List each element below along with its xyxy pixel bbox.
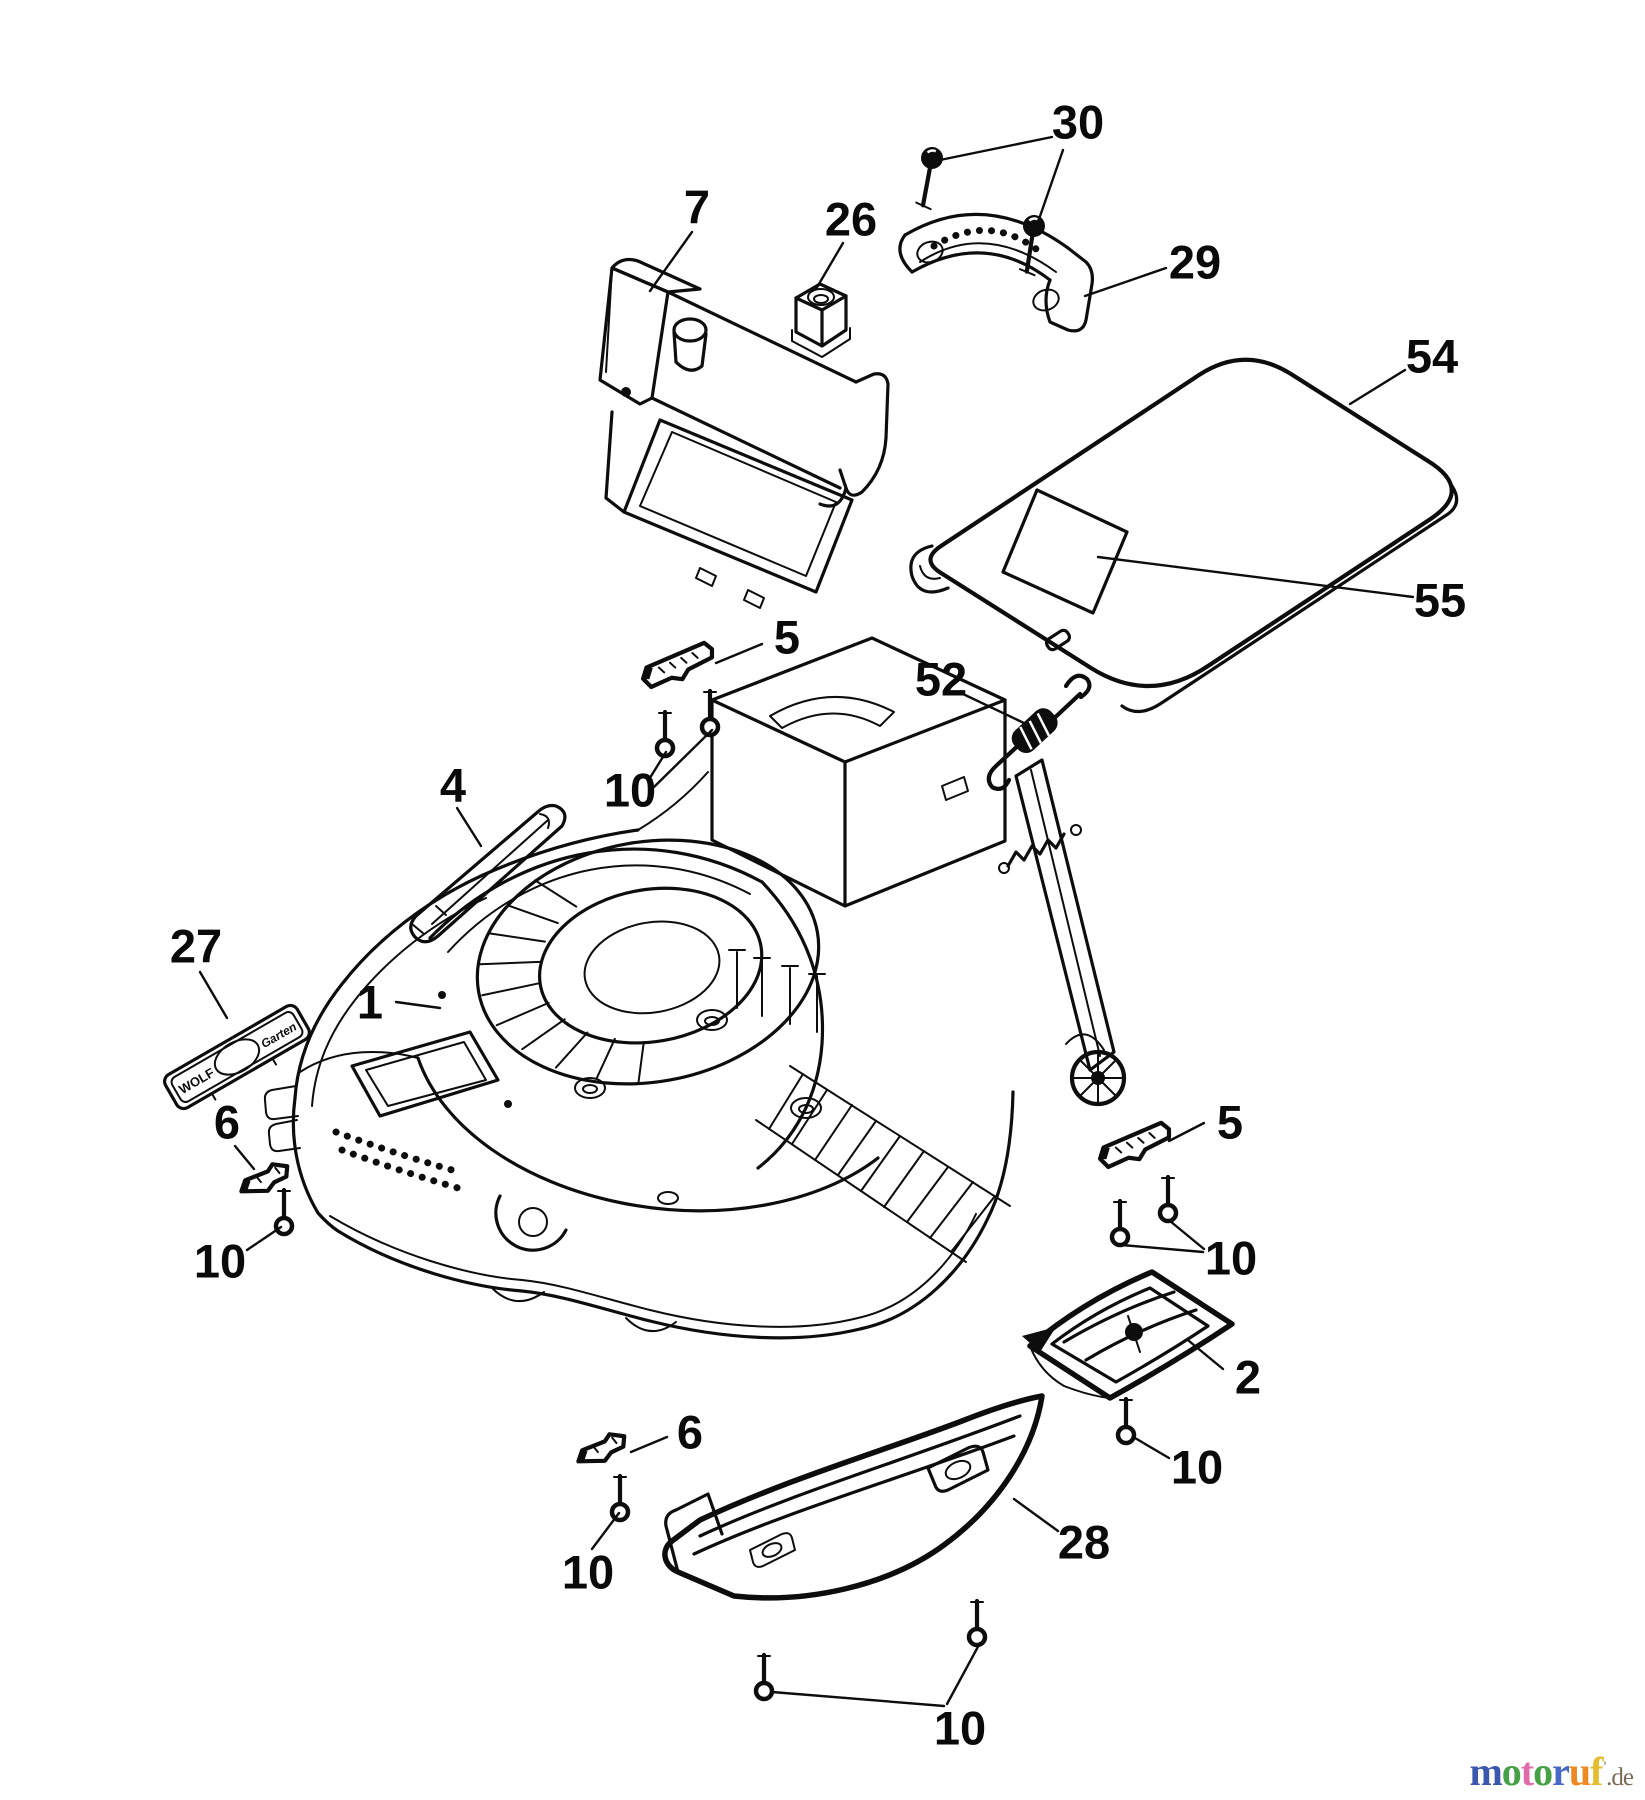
part-28-deflector: [662, 1393, 1045, 1601]
deck-spring-coil: [1006, 832, 1066, 868]
emblem-text-wolf: WOLF: [176, 1065, 217, 1097]
logo-letter: t: [1520, 1749, 1534, 1794]
callout-54: 54: [1406, 330, 1458, 383]
part-2-grille-insert: [1027, 1269, 1235, 1401]
logo-mark: ’: [1602, 1759, 1607, 1775]
vent-dots-row: [332, 1128, 456, 1174]
part-1-deck-housing: [263, 636, 1127, 1352]
callout-6-left: 6: [214, 1096, 240, 1149]
callout-29: 29: [1169, 236, 1221, 289]
callout-10-bottom: 10: [934, 1702, 986, 1755]
callout-10-top: 10: [604, 764, 656, 817]
logo-letter: o: [1533, 1749, 1553, 1794]
motoruf-logo[interactable]: motoruf’.de: [1469, 1749, 1634, 1794]
logo-letter: r: [1552, 1749, 1570, 1794]
callout-10-left: 10: [194, 1235, 246, 1288]
callout-4: 4: [440, 759, 466, 812]
part-5-clip-right: [1097, 1120, 1172, 1170]
part-54-rear-flap: [909, 357, 1459, 714]
part-26-square-nut: [791, 282, 851, 358]
part-5-clip-left: [640, 640, 715, 690]
logo-suffix: .de: [1606, 1764, 1634, 1791]
part-29-handle-grip: [898, 212, 1094, 333]
callout-30: 30: [1052, 96, 1104, 149]
part-6-clip-left: [239, 1162, 290, 1194]
callout-27: 27: [170, 920, 222, 973]
vent-dots-row: [338, 1146, 462, 1192]
logo-letter: u: [1568, 1749, 1591, 1794]
part-55-label-sticker: [1001, 488, 1129, 615]
part-6-clip-bottom: [576, 1432, 627, 1464]
callout-6-bottom: 6: [677, 1406, 703, 1459]
part-7-bracket: [598, 257, 890, 609]
callout-26: 26: [825, 193, 877, 246]
callout-10-bottom-left: 10: [562, 1546, 614, 1599]
callout-10-right: 10: [1205, 1232, 1257, 1285]
logo-letter: f: [1590, 1749, 1603, 1794]
logo-letter: m: [1469, 1749, 1502, 1794]
part-30-screws: [915, 147, 1045, 277]
callout-2: 2: [1235, 1351, 1261, 1404]
callout-5-right: 5: [1217, 1096, 1243, 1149]
pulley-wheel: [1065, 1033, 1127, 1107]
part-4-trim-strip: [409, 803, 567, 944]
part-52-spring: [986, 673, 1092, 791]
callout-55: 55: [1414, 574, 1466, 627]
callout-28: 28: [1058, 1516, 1110, 1569]
part-10-screws: [276, 691, 1176, 1699]
leader-lines: [198, 135, 1415, 1708]
callout-5-left: 5: [774, 611, 800, 664]
callout-10-right-lower: 10: [1171, 1441, 1223, 1494]
callout-1: 1: [357, 976, 383, 1029]
logo-letter: o: [1501, 1749, 1522, 1794]
logo-letters: motoruf: [1469, 1749, 1603, 1794]
callout-52: 52: [915, 653, 967, 706]
callout-7: 7: [684, 181, 710, 234]
